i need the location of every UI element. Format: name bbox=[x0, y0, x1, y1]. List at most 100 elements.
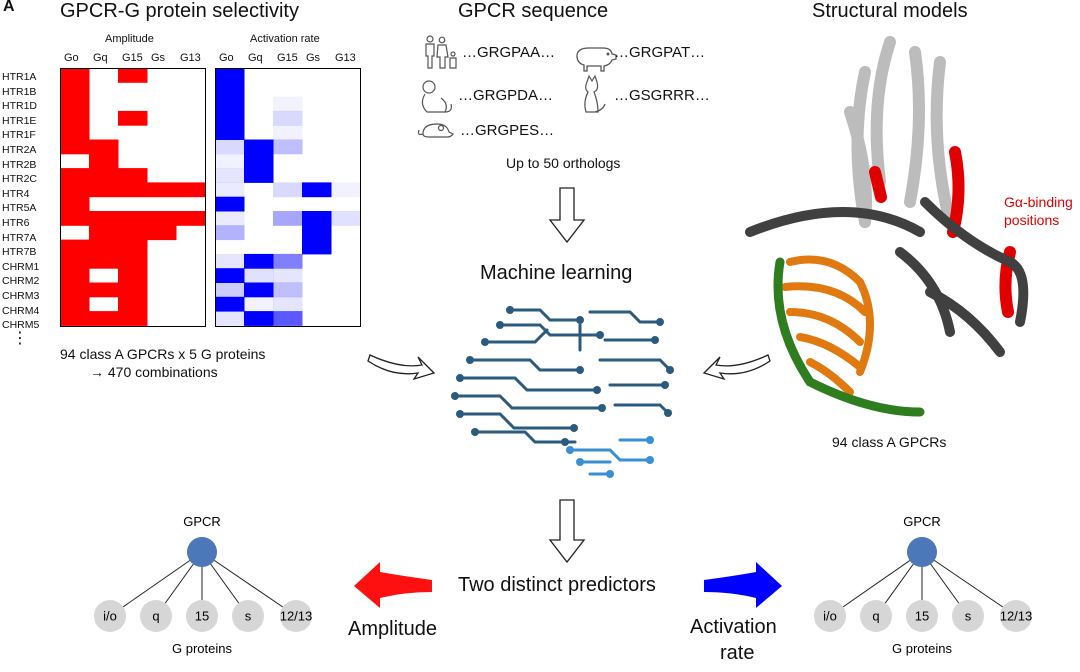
heatmap-cell bbox=[60, 296, 90, 312]
heatmap-cell bbox=[60, 253, 90, 269]
heatmap-cell bbox=[176, 182, 206, 198]
gprotein-node-label: s bbox=[245, 609, 252, 624]
heatmap-cell bbox=[89, 311, 119, 326]
gprotein-node-label: q bbox=[152, 609, 159, 624]
amplitude-heatmap-title: Amplitude bbox=[105, 33, 154, 45]
heatmap-cell bbox=[244, 282, 274, 298]
heatmap-cell bbox=[118, 225, 148, 241]
heatmap-cell bbox=[273, 110, 303, 126]
heatmap-cell bbox=[215, 125, 245, 140]
column-label-go: Go bbox=[219, 52, 234, 64]
heatmap-cell bbox=[89, 239, 119, 255]
heatmap-cell bbox=[60, 211, 90, 226]
heatmap-cell bbox=[273, 296, 303, 312]
structure-title: Structural models bbox=[812, 0, 968, 22]
row-label-chrm5: CHRM5 bbox=[2, 319, 40, 332]
heatmap-cell bbox=[331, 182, 361, 198]
tree-edge bbox=[921, 551, 1017, 617]
column-label-gq: Gq bbox=[248, 52, 263, 64]
heatmap-cell bbox=[118, 211, 148, 226]
heatmap-caption-line2: → 470 combinations bbox=[90, 364, 218, 380]
heatmap-cell bbox=[302, 182, 332, 198]
heatmap-cell bbox=[273, 125, 303, 140]
heatmap-cell bbox=[60, 82, 90, 98]
panel-letter: A bbox=[3, 0, 15, 15]
machine-learning-label: Machine learning bbox=[480, 262, 633, 284]
gprotein-node bbox=[952, 600, 984, 632]
heatmap-border bbox=[215, 68, 361, 327]
heatmap-cell bbox=[273, 211, 303, 226]
mouse-icon bbox=[417, 123, 454, 138]
heatmap-cell bbox=[215, 153, 245, 169]
heatmap-cell bbox=[273, 253, 303, 269]
tree-edge bbox=[829, 551, 923, 617]
gpcr-node bbox=[907, 537, 937, 567]
heatmap-cell bbox=[118, 282, 148, 298]
sequence-human: …GRGPAA… bbox=[462, 44, 556, 61]
gprotein-node-label: 12/13 bbox=[280, 609, 313, 624]
heatmap-cell bbox=[60, 96, 90, 112]
down-arrow-to-predictors bbox=[548, 499, 586, 564]
heatmap-cell bbox=[60, 182, 90, 198]
heatmap-cell bbox=[215, 196, 245, 212]
gprotein-node-label: q bbox=[872, 609, 879, 624]
row-label-htr1d: HTR1D bbox=[2, 100, 38, 113]
heatmap-cell bbox=[215, 96, 245, 112]
heatmap-cell bbox=[273, 282, 303, 298]
gprotein-node bbox=[186, 600, 218, 632]
row-label-chrm2: CHRM2 bbox=[2, 275, 40, 288]
tree-edge bbox=[109, 551, 203, 617]
human-family-icon bbox=[425, 35, 457, 69]
monkey-icon bbox=[421, 80, 452, 113]
heatmap-cell bbox=[60, 110, 90, 126]
heatmap-cell bbox=[215, 311, 245, 326]
heatmap-cell bbox=[89, 139, 119, 155]
cat-icon bbox=[584, 74, 606, 113]
gprotein-node-label: s bbox=[965, 609, 972, 624]
gpcr-node bbox=[187, 537, 217, 567]
row-label-htr5a: HTR5A bbox=[2, 202, 37, 215]
heatmap-cell bbox=[215, 110, 245, 126]
tree-root-label: GPCR bbox=[183, 514, 221, 529]
gprotein-node bbox=[140, 600, 172, 632]
gprotein-node-label: 12/13 bbox=[1000, 609, 1033, 624]
heatmap-cell bbox=[244, 139, 274, 155]
heatmap-cell bbox=[118, 68, 148, 83]
row-label-htr2c: HTR2C bbox=[2, 173, 38, 186]
activation-arrow bbox=[704, 562, 782, 608]
row-label-htr2a: HTR2A bbox=[2, 143, 37, 156]
heatmap-cell bbox=[273, 96, 303, 112]
row-label-chrm4: CHRM4 bbox=[2, 304, 40, 317]
heatmap-cell bbox=[60, 311, 90, 326]
binding-label-line2: positions bbox=[1004, 212, 1060, 228]
sequence-cat: …GSGRRR… bbox=[614, 87, 710, 104]
heatmap-cell bbox=[89, 182, 119, 198]
heatmap-cell bbox=[215, 182, 245, 198]
heatmap-cell bbox=[244, 153, 274, 169]
column-label-g13: G13 bbox=[180, 52, 201, 64]
gprotein-node bbox=[860, 600, 892, 632]
heatmap-cell bbox=[244, 268, 274, 283]
amplitude-heatmap bbox=[60, 68, 206, 327]
structure-caption: 94 class A GPCRs bbox=[832, 434, 947, 450]
row-label-htr1f: HTR1F bbox=[2, 129, 36, 142]
heatmap-cell bbox=[60, 68, 90, 83]
heatmap-cell bbox=[118, 110, 148, 126]
column-label-g13: G13 bbox=[335, 52, 356, 64]
heatmap-cell bbox=[89, 168, 119, 183]
amplitude-label: Amplitude bbox=[348, 618, 437, 640]
column-label-gs: Gs bbox=[151, 52, 166, 64]
curved-arrow-left bbox=[367, 354, 436, 381]
heatmap-cell bbox=[302, 211, 332, 226]
heatmap-cell bbox=[89, 253, 119, 269]
heatmap-cell bbox=[244, 168, 274, 183]
gprotein-node bbox=[1000, 600, 1032, 632]
heatmap-cell bbox=[215, 225, 245, 241]
sequence-title: GPCR sequence bbox=[458, 0, 609, 22]
brain-circuit-icon bbox=[451, 306, 674, 478]
heatmap-cell bbox=[60, 196, 90, 212]
column-label-go: Go bbox=[64, 52, 79, 64]
heatmap-cell bbox=[215, 268, 245, 283]
